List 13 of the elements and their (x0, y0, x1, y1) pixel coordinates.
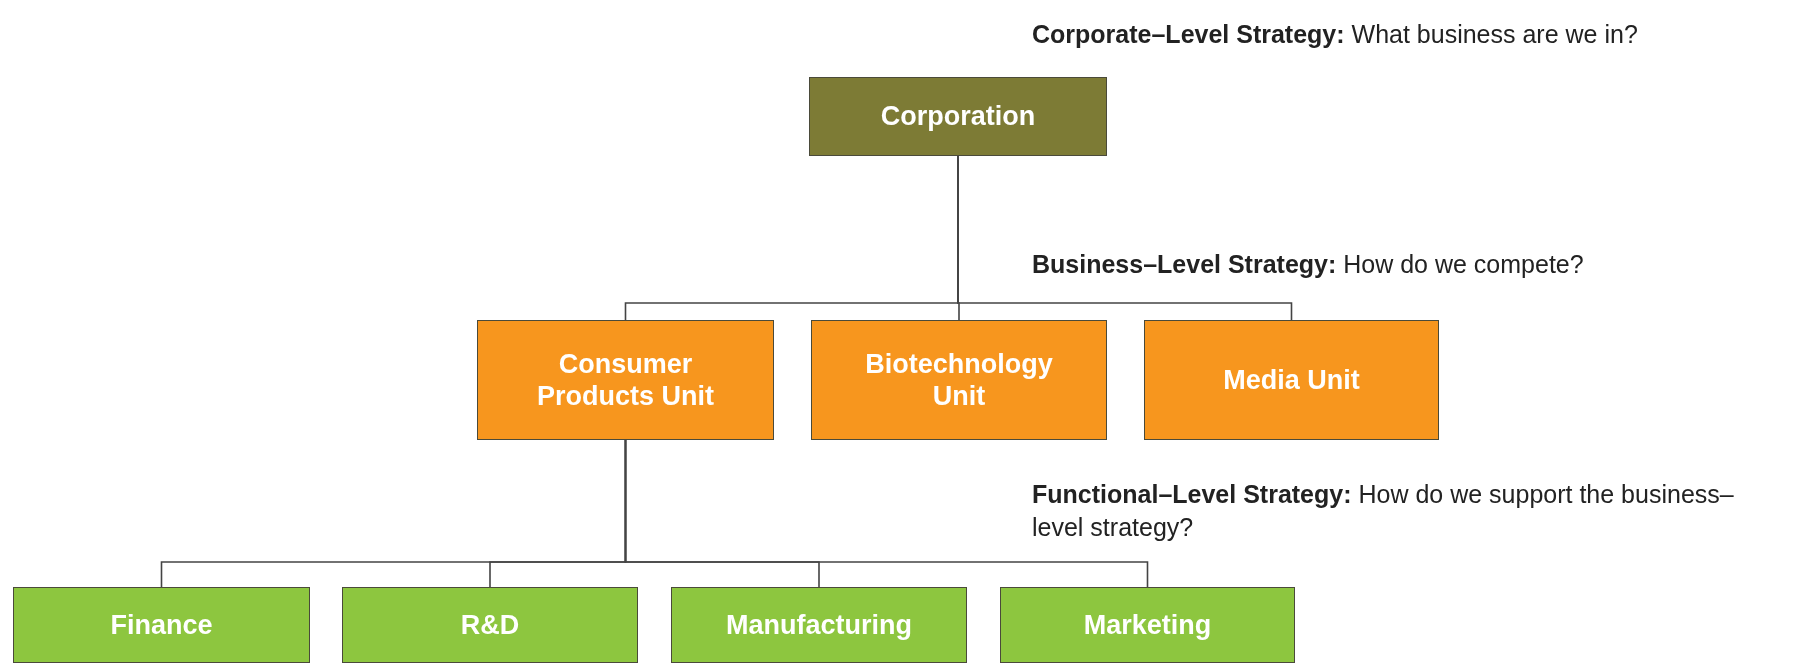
connector-line (957, 155, 1293, 321)
strategy-note: Functional–Level Strategy: How do we support the business–level strategy? (1032, 479, 1735, 543)
org-box: Biotechnology Unit (811, 320, 1107, 440)
strategy-note: Corporate–Level Strategy: What business are we in? (1032, 19, 1639, 50)
org-box: Manufacturing (671, 587, 967, 663)
org-box: Marketing (1000, 587, 1295, 663)
connector-line (624, 439, 1149, 588)
org-box: Corporation (809, 77, 1107, 156)
strategy-note: Business–Level Strategy: How do we compete? (1032, 249, 1585, 280)
org-box: Finance (13, 587, 310, 663)
org-box: Media Unit (1144, 320, 1439, 440)
org-box: Consumer Products Unit (477, 320, 774, 440)
org-box: R&D (342, 587, 638, 663)
